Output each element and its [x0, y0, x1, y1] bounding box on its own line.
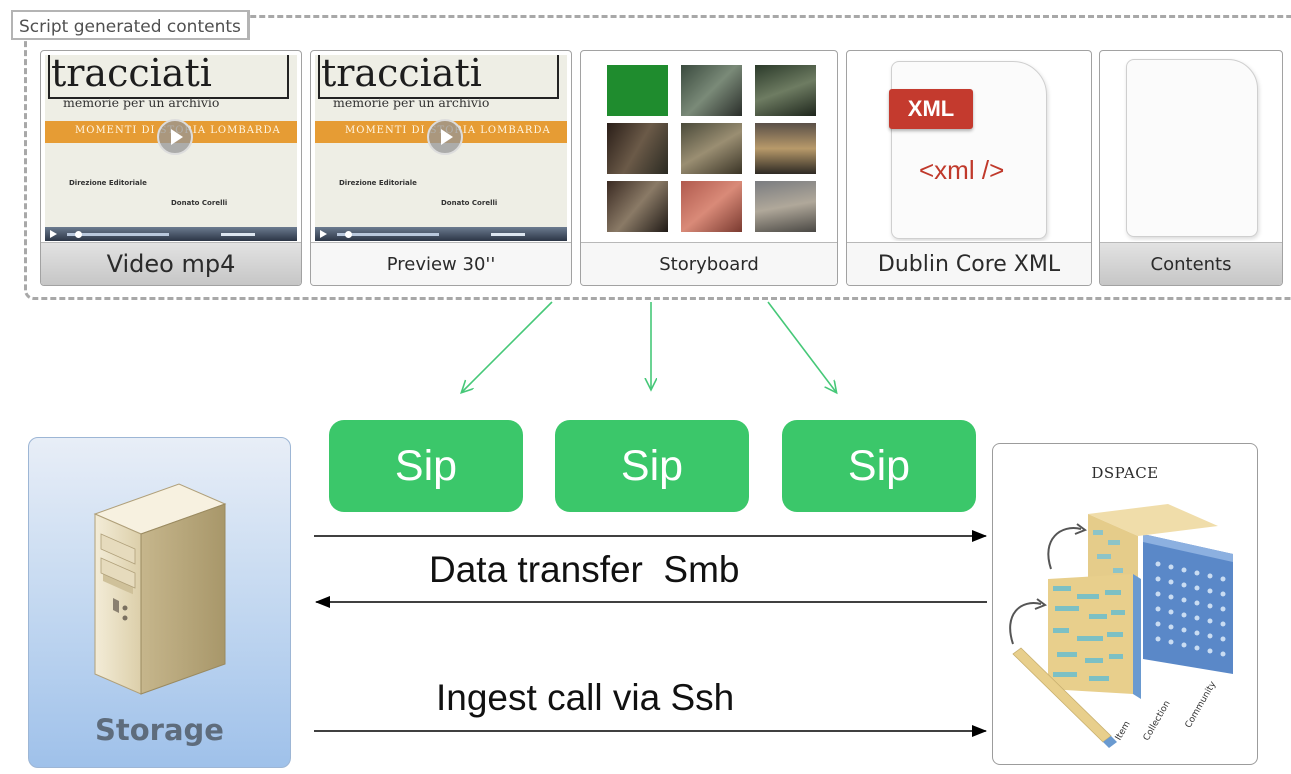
storyboard-card[interactable]: Storyboard	[580, 50, 838, 286]
storage-panel: Storage	[28, 437, 291, 768]
arrow-storyboard-to-sip-1	[462, 301, 553, 392]
thumb-credit-line: Direzione Editoriale	[69, 179, 147, 187]
storyboard-frame	[607, 123, 668, 174]
seek-bar[interactable]	[67, 233, 169, 236]
dspace-hierarchy-graphic	[1009, 504, 1233, 748]
storyboard-frame	[681, 123, 742, 174]
storyboard-frame	[755, 181, 816, 232]
sip-box-2: Sip	[555, 420, 749, 512]
volume-bar[interactable]	[491, 233, 525, 236]
dublin-core-xml-card[interactable]: XML <xml /> Dublin Core XML	[846, 50, 1092, 286]
xml-file-thumbnail: XML <xml />	[851, 55, 1087, 241]
thumb-author-line: Donato Corelli	[171, 199, 228, 207]
seek-bar[interactable]	[337, 233, 439, 236]
thumb-title: tracciati	[321, 55, 482, 95]
blank-file-icon	[1126, 59, 1258, 237]
sip-box-1: Sip	[329, 420, 523, 512]
card-caption: Preview 30''	[311, 242, 571, 285]
group-label: Script generated contents	[11, 10, 250, 40]
play-icon[interactable]	[157, 119, 193, 155]
arrow-storyboard-to-sip-3	[767, 301, 836, 392]
play-icon[interactable]	[427, 119, 463, 155]
data-transfer-label: Data transfer Smb	[429, 549, 740, 590]
storyboard-thumbnail	[585, 55, 833, 241]
card-caption: Storyboard	[581, 242, 837, 285]
thumb-title: tracciati	[51, 55, 212, 95]
xml-code-text: <xml />	[919, 155, 1005, 185]
preview-30-card[interactable]: tracciati memorie per un archivio MOMENT…	[310, 50, 572, 286]
video-thumbnail: tracciati memorie per un archivio MOMENT…	[45, 55, 297, 241]
dspace-title: DSPACE	[1091, 464, 1159, 482]
sip-box-3: Sip	[782, 420, 976, 512]
script-generated-contents-group	[24, 15, 1291, 300]
storyboard-frame	[607, 181, 668, 232]
contents-file-thumbnail	[1104, 55, 1278, 241]
play-button-icon[interactable]	[50, 230, 57, 238]
storage-label: Storage	[95, 713, 224, 747]
video-controls[interactable]	[315, 227, 567, 241]
preview-thumbnail: tracciati memorie per un archivio MOMENT…	[315, 55, 567, 241]
video-controls[interactable]	[45, 227, 297, 241]
thumb-subtitle: memorie per un archivio	[333, 95, 490, 110]
card-caption: Contents	[1100, 242, 1282, 285]
storyboard-frame	[607, 65, 668, 116]
ingest-call-label: Ingest call via Ssh	[436, 677, 735, 718]
storyboard-frame	[755, 65, 816, 116]
card-caption: Video mp4	[41, 242, 301, 285]
dspace-panel: DSPACE	[992, 443, 1258, 765]
card-caption: Dublin Core XML	[847, 242, 1091, 285]
thumb-author-line: Donato Corelli	[441, 199, 498, 207]
thumb-subtitle: memorie per un archivio	[63, 95, 220, 110]
storyboard-frame	[681, 65, 742, 116]
server-tower-icon	[93, 483, 227, 695]
contents-card[interactable]: Contents	[1099, 50, 1283, 286]
volume-bar[interactable]	[221, 233, 255, 236]
thumb-credit-line: Direzione Editoriale	[339, 179, 417, 187]
xml-badge: XML	[889, 89, 973, 129]
video-mp4-card[interactable]: tracciati memorie per un archivio MOMENT…	[40, 50, 302, 286]
play-button-icon[interactable]	[320, 230, 327, 238]
storyboard-frame	[755, 123, 816, 174]
storyboard-frame	[681, 181, 742, 232]
